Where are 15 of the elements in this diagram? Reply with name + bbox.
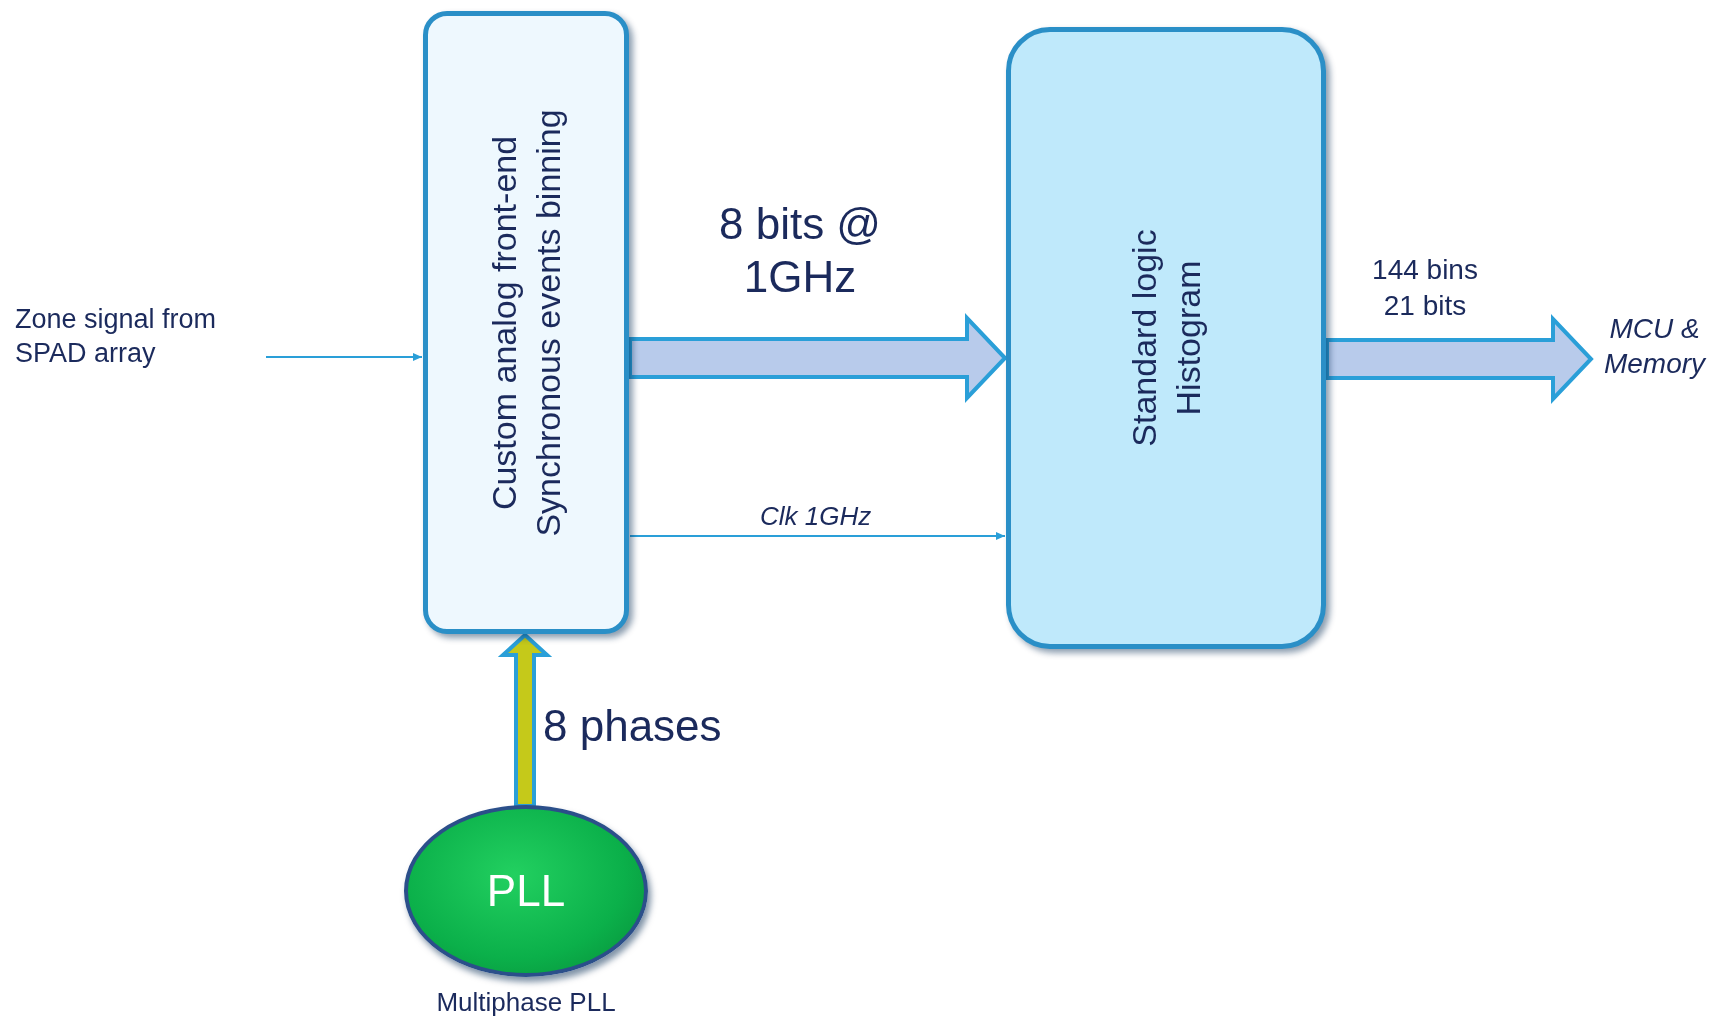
arrow [629, 532, 1006, 540]
block-arrow [1325, 314, 1594, 404]
process-box [1006, 27, 1326, 649]
arrow [265, 353, 423, 361]
ellipse-label: PLL [486, 865, 566, 917]
box-label: Standard logic [1123, 229, 1164, 447]
block-arrow [497, 632, 553, 808]
block-arrow [628, 313, 1008, 403]
box-label: Custom analog front-end [483, 135, 524, 510]
destination-label: MCU & Memory [1592, 311, 1717, 381]
source-label: Zone signal from SPAD array [15, 303, 265, 371]
box-label: Histogram [1168, 260, 1208, 416]
box-label: Synchronous events binning [528, 108, 568, 537]
process-box [423, 11, 629, 634]
node-label: Multiphase PLL [436, 986, 616, 1019]
